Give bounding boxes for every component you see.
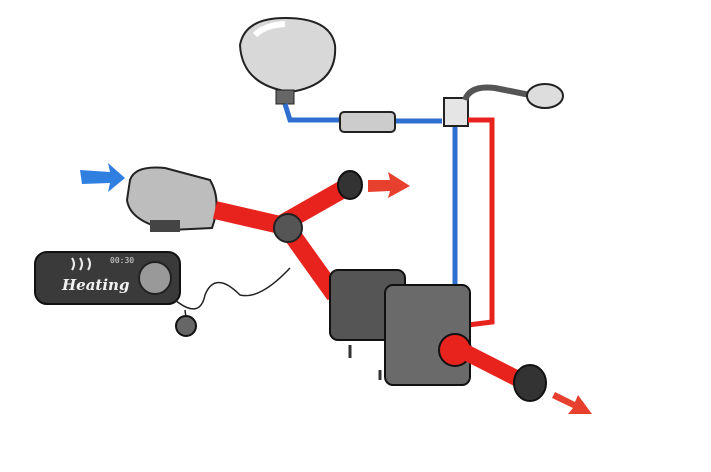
combination-heater (329, 269, 472, 386)
air-intake-arrow (80, 163, 125, 192)
temperature-sensor (175, 315, 197, 337)
heater-outlet-duct (461, 344, 524, 388)
duct-tee-joint (273, 213, 303, 243)
shower-head (462, 83, 564, 109)
air-heater (125, 166, 218, 232)
mixing-valve (443, 97, 469, 127)
hot-air-arrow (368, 172, 410, 198)
hot-water-pipe (467, 117, 495, 328)
control-panel (34, 251, 181, 305)
air-outlet-vent (337, 170, 363, 200)
water-filter (339, 111, 396, 133)
heater-outlet-arrow (552, 392, 592, 414)
hot-air-duct (212, 180, 350, 301)
controller-time-display: 00:30 (110, 256, 135, 265)
sensor-cable (174, 267, 291, 310)
controller-mode-label: Heating (62, 276, 130, 294)
heater-outlet-vent (513, 364, 547, 402)
water-tank (238, 16, 337, 105)
